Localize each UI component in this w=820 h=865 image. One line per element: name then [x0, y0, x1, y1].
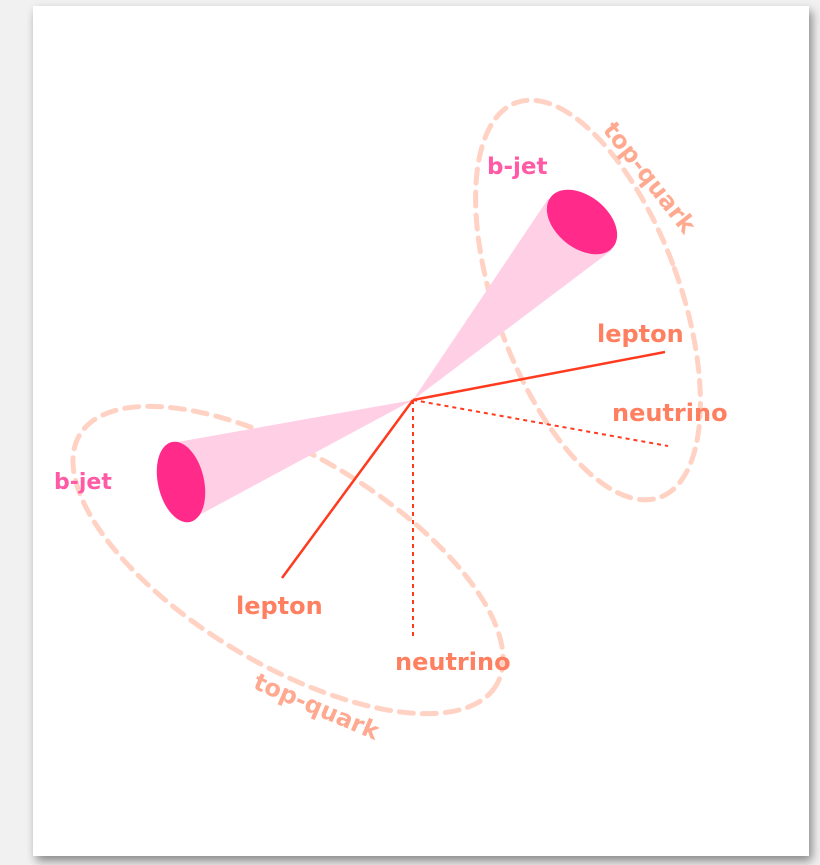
- lepton-upper-label: lepton: [597, 320, 684, 348]
- b-jet-lower-face: [156, 441, 206, 523]
- b-jet-upper-face: [546, 189, 618, 255]
- lepton-lower-line: [280, 399, 415, 579]
- neutrino-lower-label: neutrino: [395, 648, 511, 676]
- b-jet-lower-cone: [172, 400, 413, 520]
- b-jet-upper-label: b-jet: [487, 154, 548, 180]
- b-jet-lower-label: b-jet: [54, 470, 112, 495]
- neutrino-upper-line: [412, 399, 669, 447]
- card: [33, 6, 809, 856]
- top-quark-lower-outline: [70, 403, 506, 717]
- b-jet-upper-cone: [413, 199, 612, 400]
- lepton-upper-line: [412, 350, 666, 402]
- lepton-lower-label: lepton: [236, 592, 323, 620]
- neutrino-upper-label: neutrino: [612, 399, 728, 427]
